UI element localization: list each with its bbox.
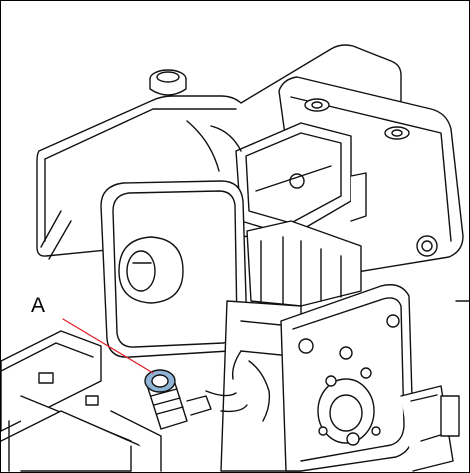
gear-cover <box>280 284 414 472</box>
fuel-cap <box>149 69 187 96</box>
muffler-housing <box>278 76 464 274</box>
base-frame <box>1 330 162 472</box>
callout-a-leader <box>62 318 154 374</box>
fuel-lines <box>186 120 271 422</box>
fuel-filter <box>144 369 212 430</box>
callout-a-label: A <box>31 294 46 317</box>
engine-block <box>220 220 362 472</box>
cylinder-head <box>235 122 367 237</box>
air-cleaner <box>100 180 248 358</box>
side-bracket <box>400 300 469 472</box>
